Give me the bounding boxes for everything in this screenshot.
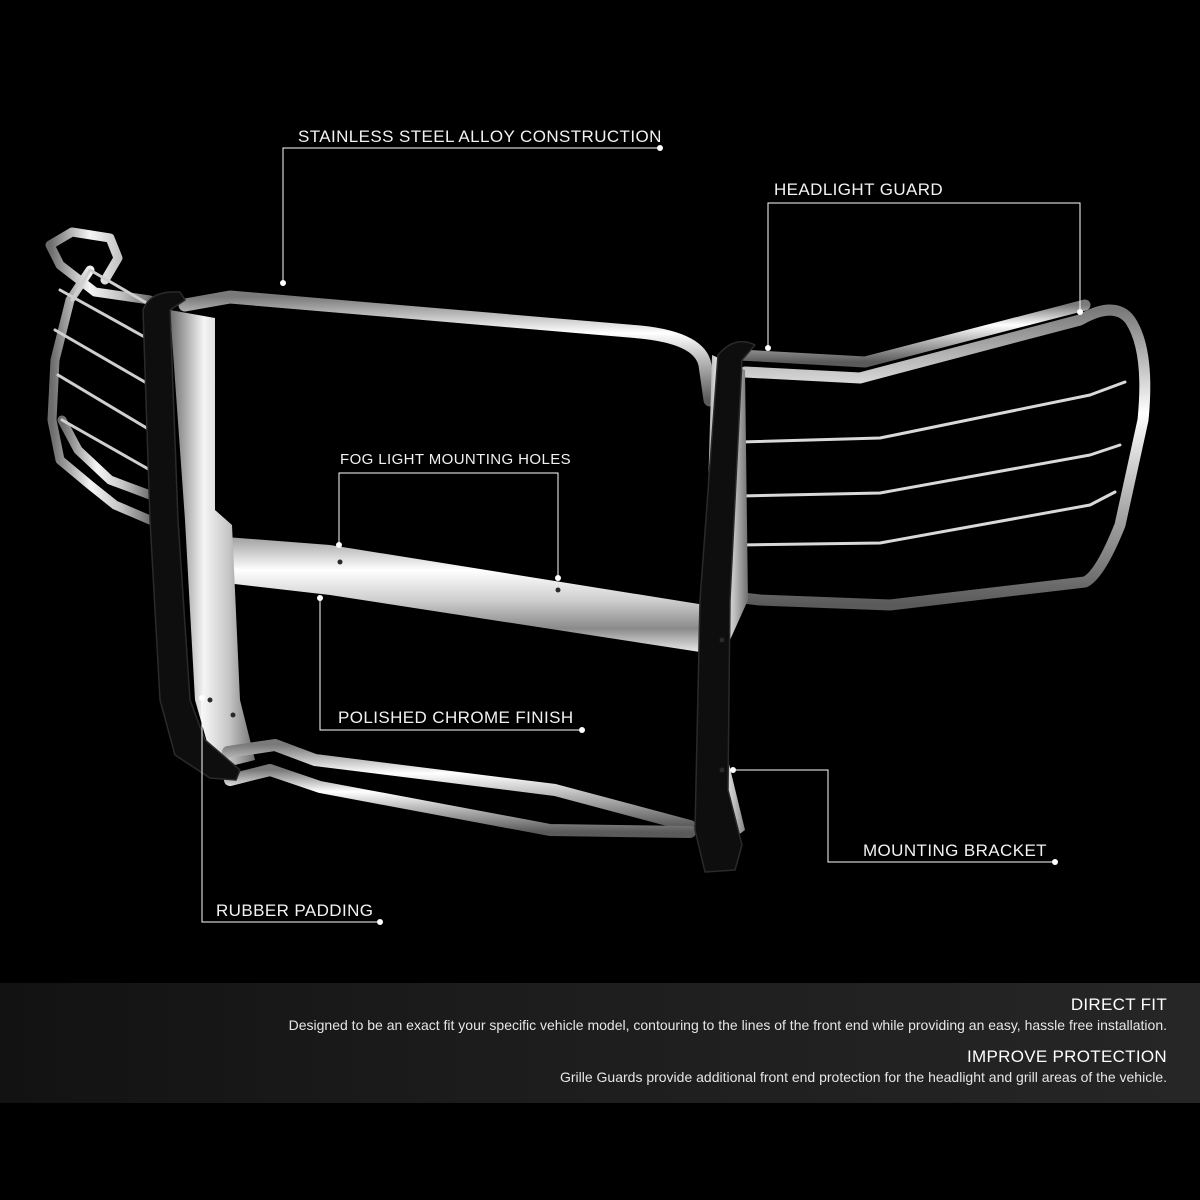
right-headlight-guard <box>719 299 1151 611</box>
leader-fog <box>338 472 559 578</box>
grille-guard <box>45 227 1151 873</box>
feature-description: Grille Guards provide additional front e… <box>559 1069 1167 1085</box>
left-rubber-pad <box>142 291 241 781</box>
leader-headlight <box>767 202 1081 348</box>
callout-rubber-label: RUBBER PADDING <box>216 901 374 920</box>
leader-dots <box>199 145 1083 925</box>
callout-chrome-label: POLISHED CHROME FINISH <box>338 708 574 727</box>
callout-stainless-label: STAINLESS STEEL ALLOY CONSTRUCTION <box>298 127 662 146</box>
top-hoop <box>178 290 717 407</box>
feature-info-panel: DIRECT FIT Designed to be an exact fit y… <box>0 983 1200 1103</box>
right-headlight-bars <box>738 380 1127 547</box>
feature-direct-fit: DIRECT FIT Designed to be an exact fit y… <box>289 995 1167 1033</box>
leader-rubber <box>201 698 380 923</box>
feature-title: DIRECT FIT <box>1070 995 1167 1014</box>
leader-chrome <box>319 598 582 731</box>
feature-description: Designed to be an exact fit your specifi… <box>288 1017 1167 1033</box>
mounting-holes <box>207 559 725 773</box>
callout-bracket-label: MOUNTING BRACKET <box>863 841 1047 860</box>
left-headlight-guard <box>45 227 155 525</box>
callout-headlight-label: HEADLIGHT GUARD <box>774 180 944 199</box>
crossbar <box>200 535 705 652</box>
feature-improve-protection: IMPROVE PROTECTION Grille Guards provide… <box>560 1047 1167 1085</box>
right-rubber-pad <box>694 340 756 873</box>
leader-stainless <box>282 147 660 283</box>
leader-lines <box>201 147 1081 923</box>
callout-fog-label: FOG LIGHT MOUNTING HOLES <box>340 451 572 468</box>
leader-bracket <box>733 769 1055 863</box>
left-upright <box>170 310 255 770</box>
feature-title: IMPROVE PROTECTION <box>967 1047 1167 1066</box>
bottom-hoop <box>222 739 696 838</box>
left-headlight-bars <box>53 268 152 472</box>
